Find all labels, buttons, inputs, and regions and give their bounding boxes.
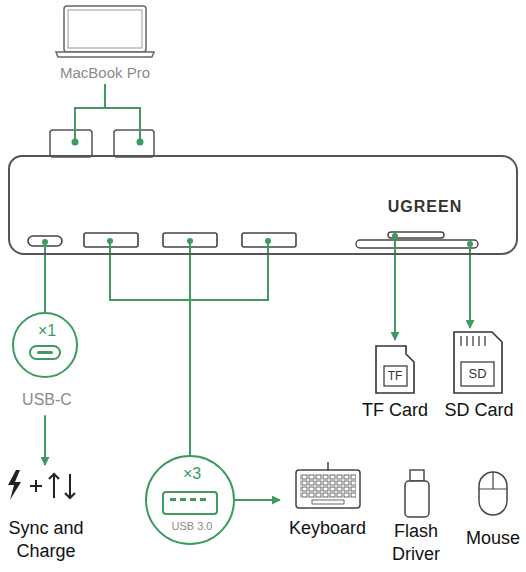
connector-dot [392,233,398,239]
sd-contact [484,336,485,346]
card-name: SD Card [438,400,520,422]
usb-c-circle: ×1USB-C [12,312,78,378]
connector-dot [265,238,271,244]
card-mark: TF [383,369,407,383]
tf-card-node: TF TF Card [355,340,435,425]
connector [75,84,140,140]
usb-a-circle: ×3USB 3.0 [145,455,235,545]
connector-dot [107,238,113,244]
laptop-screen [64,6,146,52]
keyboard-cable [327,462,329,470]
connector [44,415,46,465]
usb-a-pin [170,498,176,501]
device-name: Mouse [463,528,523,550]
usb-a-icon [163,492,217,514]
port-count: ×1 [14,321,80,340]
port-name: USB-C [2,390,92,409]
keyboard-node: Keyboard [280,458,375,543]
sd-contact [466,336,467,346]
connector-dot [467,241,473,247]
connector [189,255,191,455]
sd-contact [460,336,461,346]
keyboard-spacebar [312,500,344,504]
keyboard-icon [296,470,360,508]
tf-card-label [384,366,407,386]
flash-drive-icon [405,481,429,517]
mouse-buttons [479,472,507,489]
connector [235,499,280,501]
usb-a-pin [190,498,196,501]
connector-dot [187,238,193,244]
sd-card-label [461,362,494,386]
tf-card-icon [376,346,414,393]
sd-contact [472,336,473,346]
mouse-icon [479,472,507,515]
sd-card-icon [454,332,502,393]
hub-body: UGREEN [8,155,518,255]
keyboard-keys [300,474,356,498]
connector [469,255,471,328]
laptop-base [56,52,154,57]
lightning-icon [8,470,21,500]
sync-charge-node: Sync and Charge [0,465,92,570]
thunderbolt-plug [114,130,154,157]
tf-slot [388,232,444,238]
mouse-node: Mouse [463,468,523,553]
card-name: TF Card [355,400,435,422]
device-name: Flash Driver [380,520,452,565]
flash-drive-plug [410,470,424,481]
device-name: Keyboard [280,518,375,540]
plus-symbol [30,480,42,492]
function-name: Sync and Charge [0,517,92,564]
sd-contact [478,336,479,346]
port-count: ×3 [147,464,237,483]
sd-slot [356,240,478,248]
device-name: MacBook Pro [40,64,170,82]
usb-a-pin [200,498,206,501]
usb-c-icon [30,346,60,359]
laptop-node: MacBook Pro [40,2,170,84]
down-arrow [65,474,75,498]
brand-name: UGREEN [340,197,510,216]
port-name: USB 3.0 [147,520,237,533]
connector [394,255,396,340]
card-mark: SD [461,366,494,382]
sd-card-node: SD SD Card [438,328,520,425]
connector-dot [42,239,48,245]
connector [44,255,46,312]
usb-a-pin [180,498,186,501]
usb-c-icon [37,351,53,354]
thunderbolt-plug [50,130,92,157]
up-arrow [49,474,59,498]
usb-c-port [28,236,62,246]
laptop-display [68,10,142,48]
flash-drive-node: Flash Driver [380,468,452,570]
